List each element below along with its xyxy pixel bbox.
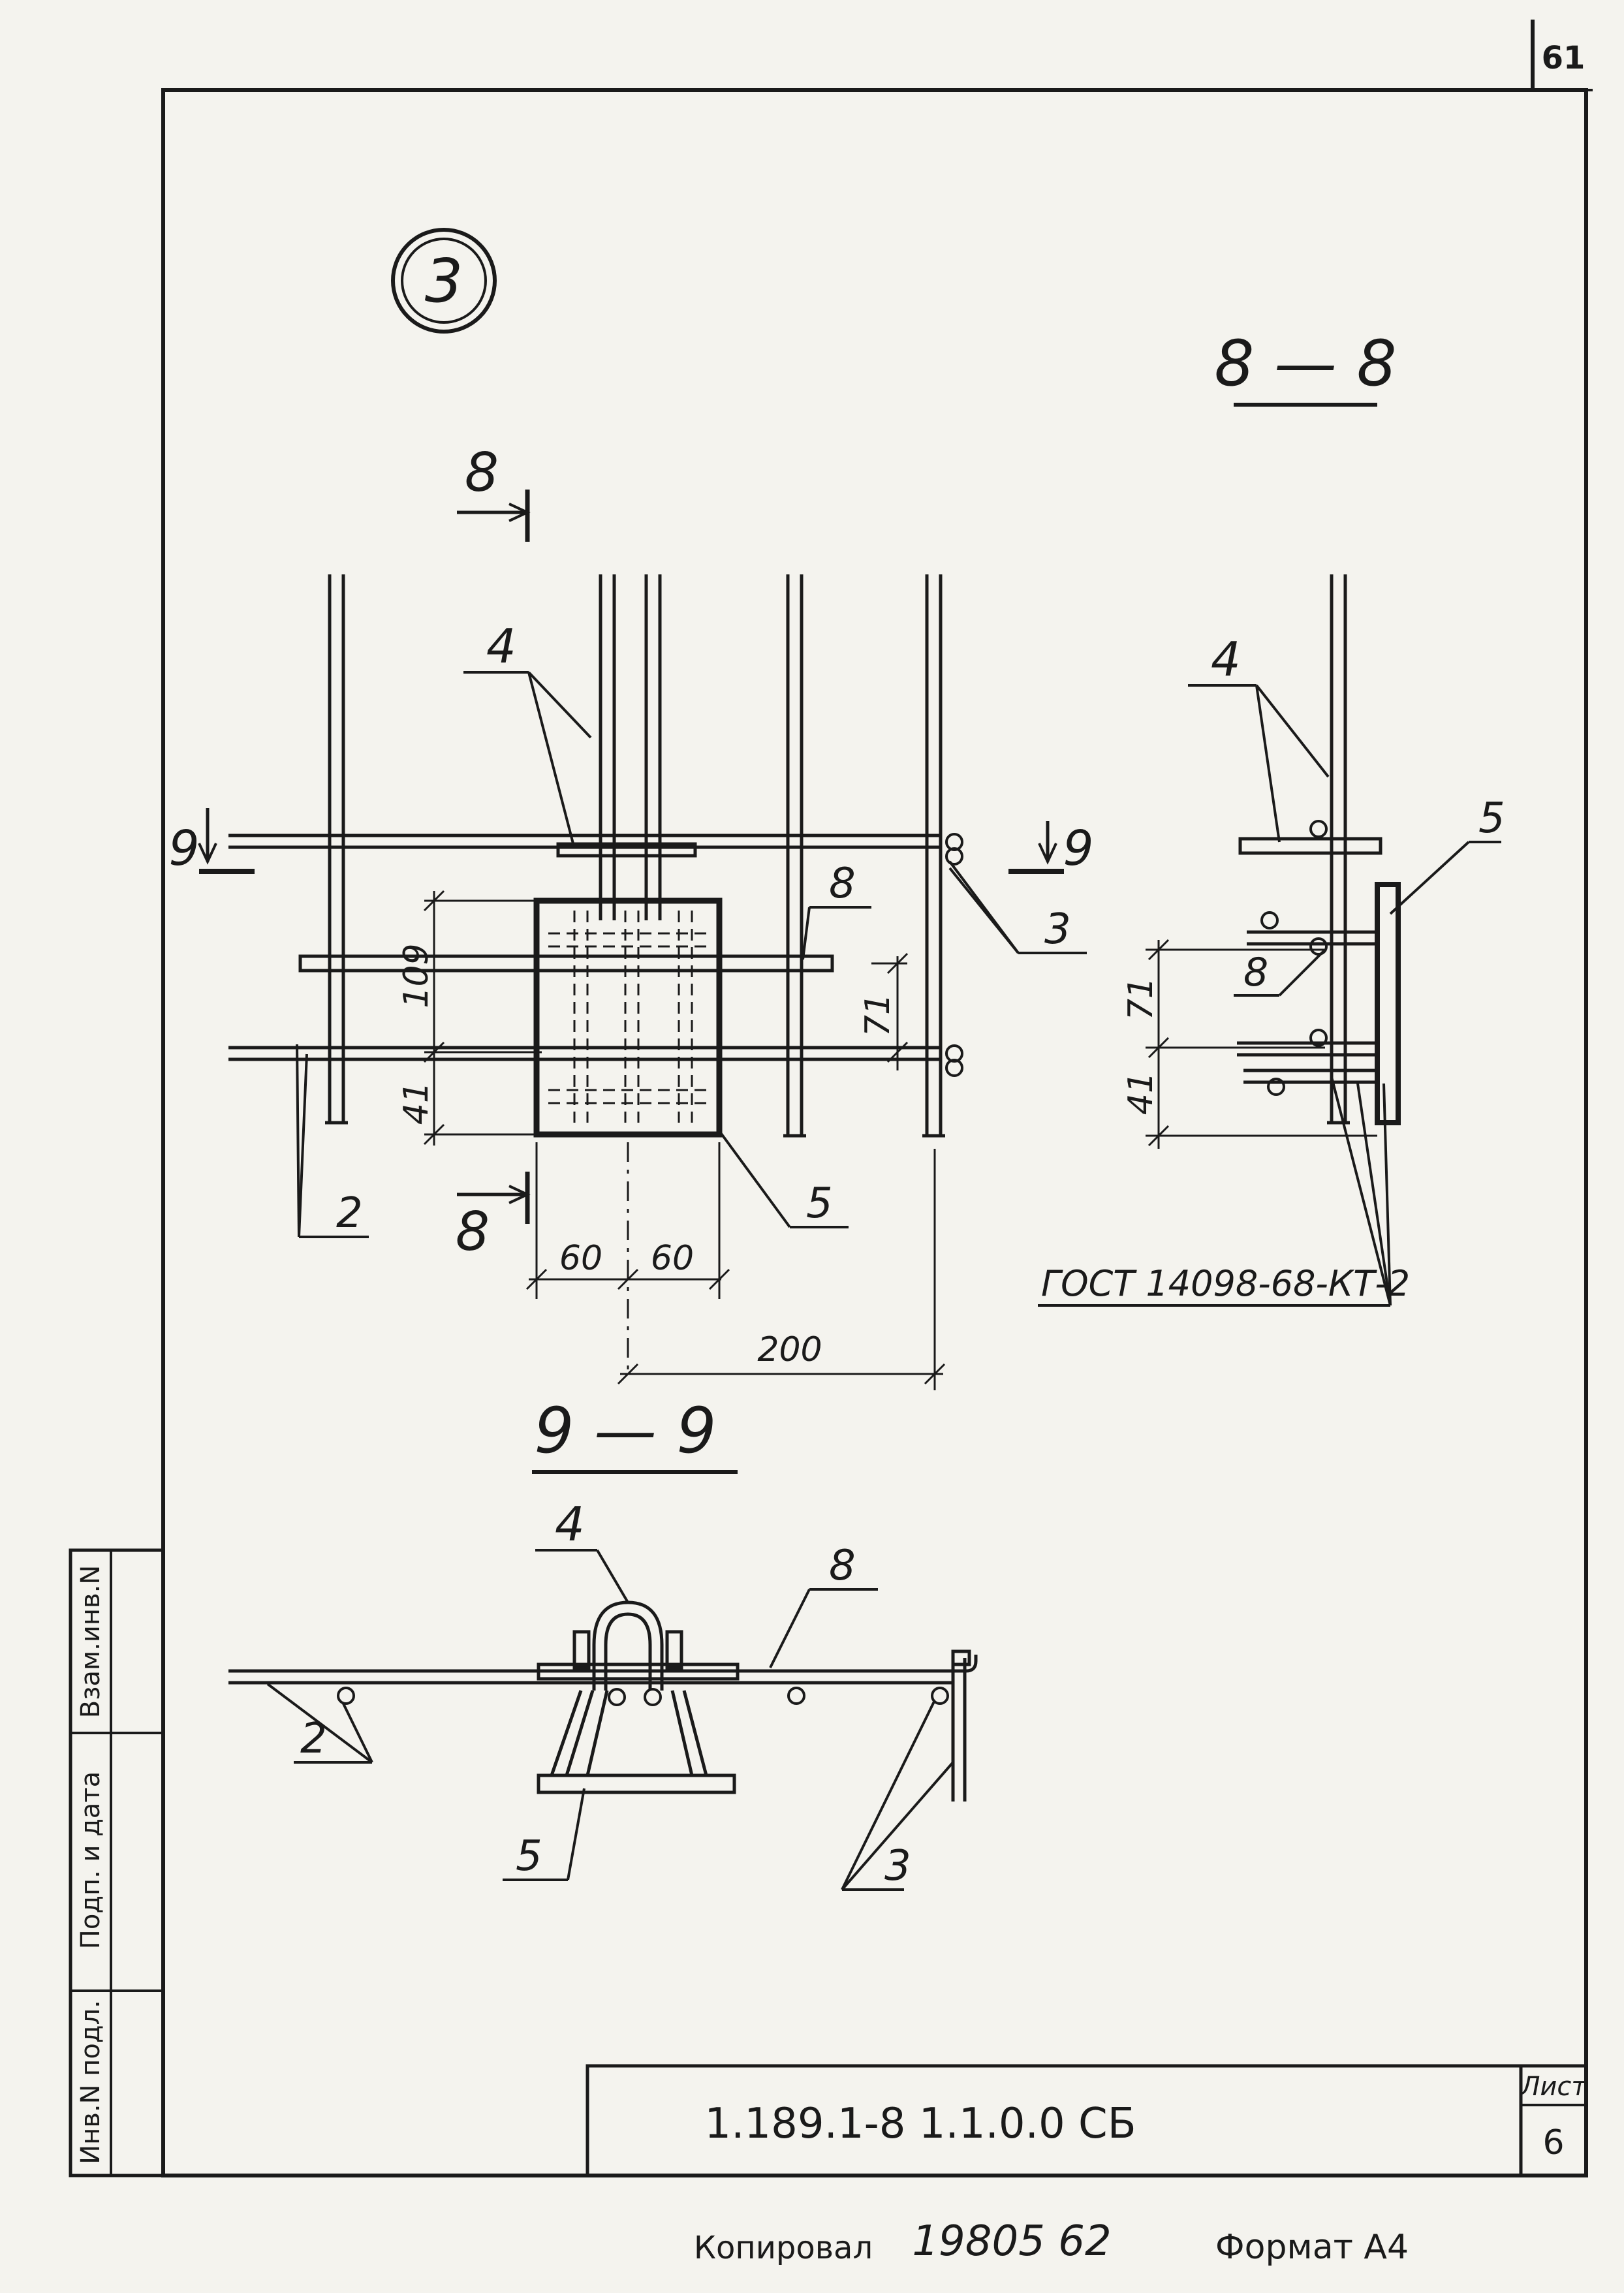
side-stamp: Взам.инв.N Подп. и дата Инв.N подл. — [69, 1548, 165, 2177]
cut-9-left-label: 9 — [168, 820, 199, 877]
doc-code: 1.189.1-8 1.1.0.0 СБ — [704, 2100, 1136, 2148]
sec8-dim-41: 41 — [1121, 1072, 1161, 1115]
section-9-callouts — [266, 1549, 954, 1891]
weld-spec: ГОСТ 14098-68-КТ-2 — [1041, 1263, 1410, 1304]
sec9-pos-5-label: 5 — [516, 1832, 542, 1880]
cut-8-top-label: 8 — [465, 442, 499, 504]
sec8-dim-71: 71 — [1121, 977, 1161, 1020]
copied-label: Копировал — [694, 2230, 873, 2266]
node-mark: 3 — [391, 228, 497, 334]
plan-position-callouts — [296, 671, 1087, 1238]
sec9-pos-4-label: 4 — [555, 1497, 585, 1552]
dim-41: 41 — [397, 1082, 436, 1125]
plan-pos-5-label: 5 — [806, 1179, 833, 1228]
plan-pos-8-label: 8 — [829, 860, 856, 908]
format-label: Формат А4 — [1215, 2228, 1409, 2267]
section-8-title: 8 — 8 — [1214, 327, 1396, 400]
sheet-label: Лист — [1519, 2072, 1587, 2102]
section-8-callouts — [1038, 684, 1501, 1307]
plan-pos-4-label: 4 — [486, 619, 516, 674]
sec8-pos-4-label: 4 — [1211, 632, 1241, 687]
dim-71: 71 — [858, 993, 898, 1037]
copied-by: 19805 62 — [912, 2217, 1111, 2266]
sec8-pos-5-label: 5 — [1478, 794, 1505, 843]
side-inv-orig: Инв.N подл. — [76, 2000, 106, 2164]
dim-60-left: 60 — [559, 1239, 602, 1278]
plan-view — [228, 574, 963, 1371]
section-cut-8: 8 8 — [456, 442, 531, 1263]
sec8-pos-8-label: 8 — [1243, 950, 1268, 995]
section-9-title: 9 — 9 — [534, 1394, 716, 1467]
dim-109: 109 — [397, 943, 436, 1008]
plan-pos-2-label: 2 — [336, 1189, 363, 1238]
plan-dimension-lines — [423, 890, 946, 1390]
title-block: 1.189.1-8 1.1.0.0 СБ Лист 6 — [586, 2064, 1588, 2177]
side-sign-date: Подп. и дата — [76, 1771, 106, 1949]
footer: Копировал 19805 62 Формат А4 — [694, 2217, 1409, 2267]
plan-pos-3-label: 3 — [1044, 905, 1071, 954]
sheet-number: 6 — [1542, 2123, 1564, 2162]
dim-200: 200 — [757, 1330, 822, 1369]
section-8-view — [1237, 574, 1401, 1125]
cut-8-bottom-label: 8 — [456, 1201, 490, 1263]
sec9-pos-2-label: 2 — [300, 1715, 327, 1763]
section-8-dimensions — [1146, 939, 1377, 1149]
node-mark-label: 3 — [425, 246, 463, 316]
sec9-pos-3-label: 3 — [884, 1842, 911, 1890]
side-inv-replace: Взам.инв.N — [76, 1565, 106, 1718]
cut-9-right-label: 9 — [1063, 820, 1093, 877]
page-number: 61 — [1542, 40, 1585, 76]
dim-60-right: 60 — [651, 1239, 694, 1278]
section-cut-9: 9 9 — [168, 808, 1094, 877]
section-9-view — [228, 1600, 978, 1802]
sec9-pos-8-label: 8 — [829, 1542, 856, 1590]
